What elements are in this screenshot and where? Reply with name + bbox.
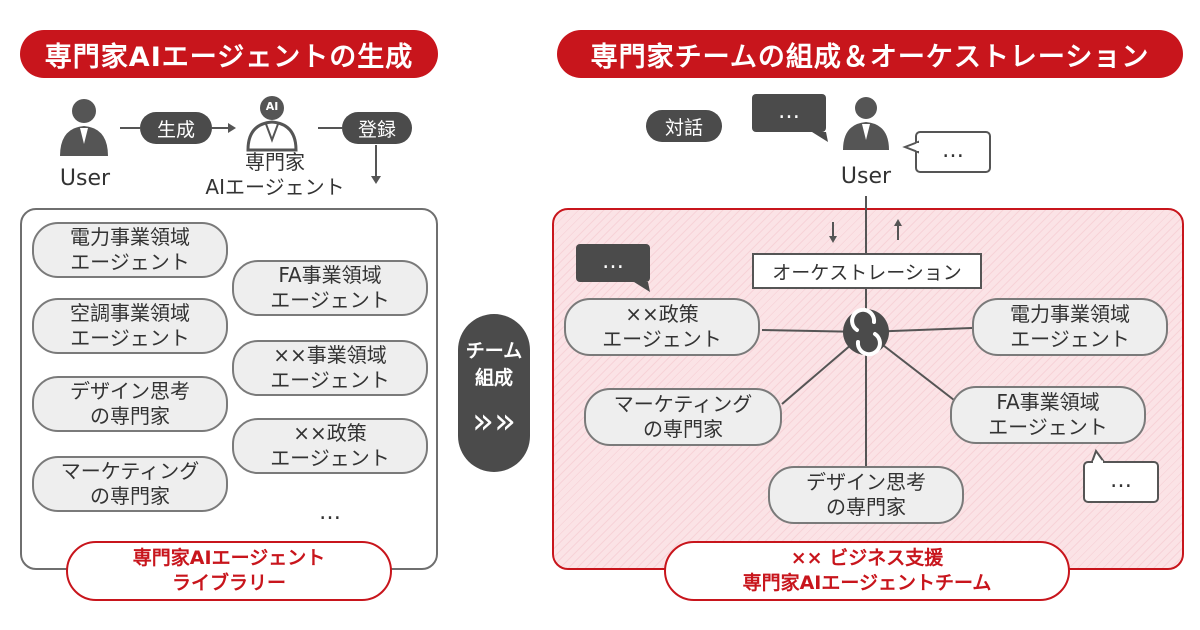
bubble-white-agent-text: …: [1110, 468, 1132, 493]
agent-line1: 電力事業領域: [70, 225, 190, 249]
agent-line1: ××事業領域: [273, 343, 387, 367]
right-section-title: 専門家チームの組成＆オーケストレーション: [557, 30, 1183, 78]
chevron-right-icon: »»: [471, 401, 517, 442]
team-agent-policy: ××政策 エージェント: [564, 298, 760, 356]
library-agent-xx-business: ××事業領域 エージェント: [232, 340, 428, 396]
left-user-label: User: [59, 166, 111, 191]
agent-line1: マーケティング: [613, 392, 753, 416]
team-label-line2: 専門家AIエージェントチーム: [742, 572, 992, 594]
bubble-dark-agent-text: …: [602, 249, 624, 274]
bubble-white-text: …: [942, 138, 964, 163]
expert-agent-line1: 専門家: [245, 150, 305, 174]
library-agent-design: デザイン思考 の専門家: [32, 376, 228, 432]
library-label-line2: ライブラリー: [171, 572, 286, 594]
team-agent-fa: FA事業領域 エージェント: [950, 386, 1146, 444]
team-label: ×× ビジネス支援 専門家AIエージェントチーム: [664, 541, 1070, 601]
user-icon: [60, 99, 108, 156]
library-label: 専門家AIエージェント ライブラリー: [66, 541, 392, 601]
agent-line1: ××政策: [625, 302, 699, 326]
generate-pill: 生成: [140, 112, 212, 144]
right-user-icon: [843, 97, 889, 150]
orchestration-box: オーケストレーション: [752, 253, 982, 289]
team-agent-marketing: マーケティング の専門家: [584, 388, 782, 446]
agent-line2: の専門家: [826, 495, 906, 519]
agent-line1: デザイン思考: [70, 379, 190, 403]
library-agent-policy: ××政策 エージェント: [232, 418, 428, 474]
agent-line2: エージェント: [1010, 327, 1130, 351]
agent-line1: マーケティング: [60, 459, 200, 483]
library-agent-marketing: マーケティング の専門家: [32, 456, 228, 512]
ai-badge-text: AI: [265, 100, 279, 113]
agent-line1: ××政策: [293, 421, 367, 445]
team-agent-design: デザイン思考 の専門家: [768, 466, 964, 524]
agent-line2: エージェント: [270, 446, 390, 470]
library-agent-fa: FA事業領域 エージェント: [232, 260, 428, 316]
agent-line2: の専門家: [643, 417, 723, 441]
agent-line2: エージェント: [988, 415, 1108, 439]
bubble-dark-text: …: [778, 99, 800, 124]
agent-line2: エージェント: [70, 326, 190, 350]
team-agent-power: 電力事業領域 エージェント: [972, 298, 1168, 356]
right-user-label: User: [840, 164, 892, 189]
agent-line1: FA事業領域: [278, 263, 382, 287]
team-formation-line2: 組成: [474, 367, 513, 389]
register-pill: 登録: [342, 112, 412, 144]
expert-agent-line2: AIエージェント: [205, 175, 345, 199]
library-ellipsis: …: [319, 500, 341, 525]
library-label-line1: 専門家AIエージェント: [132, 547, 326, 570]
agent-line2: の専門家: [90, 484, 170, 508]
agent-line1: デザイン思考: [806, 470, 926, 494]
left-section-title: 専門家AIエージェントの生成: [20, 30, 438, 78]
dialog-pill: 対話: [646, 110, 722, 142]
agent-line1: 空調事業領域: [70, 301, 190, 325]
team-formation-pill: チーム 組成 »»: [458, 314, 530, 472]
agent-line2: エージェント: [70, 250, 190, 274]
team-label-line1: ×× ビジネス支援: [790, 547, 944, 570]
agent-line2: エージェント: [270, 288, 390, 312]
agent-line2: エージェント: [602, 327, 722, 351]
team-formation-line1: チーム: [465, 340, 523, 362]
agent-line2: の専門家: [90, 404, 170, 428]
expert-agent-label: 専門家 AIエージェント: [190, 150, 360, 200]
library-agent-aircon: 空調事業領域 エージェント: [32, 298, 228, 354]
library-agent-power: 電力事業領域 エージェント: [32, 222, 228, 278]
agent-line2: エージェント: [270, 368, 390, 392]
agent-line1: FA事業領域: [996, 390, 1100, 414]
agent-line1: 電力事業領域: [1010, 302, 1130, 326]
